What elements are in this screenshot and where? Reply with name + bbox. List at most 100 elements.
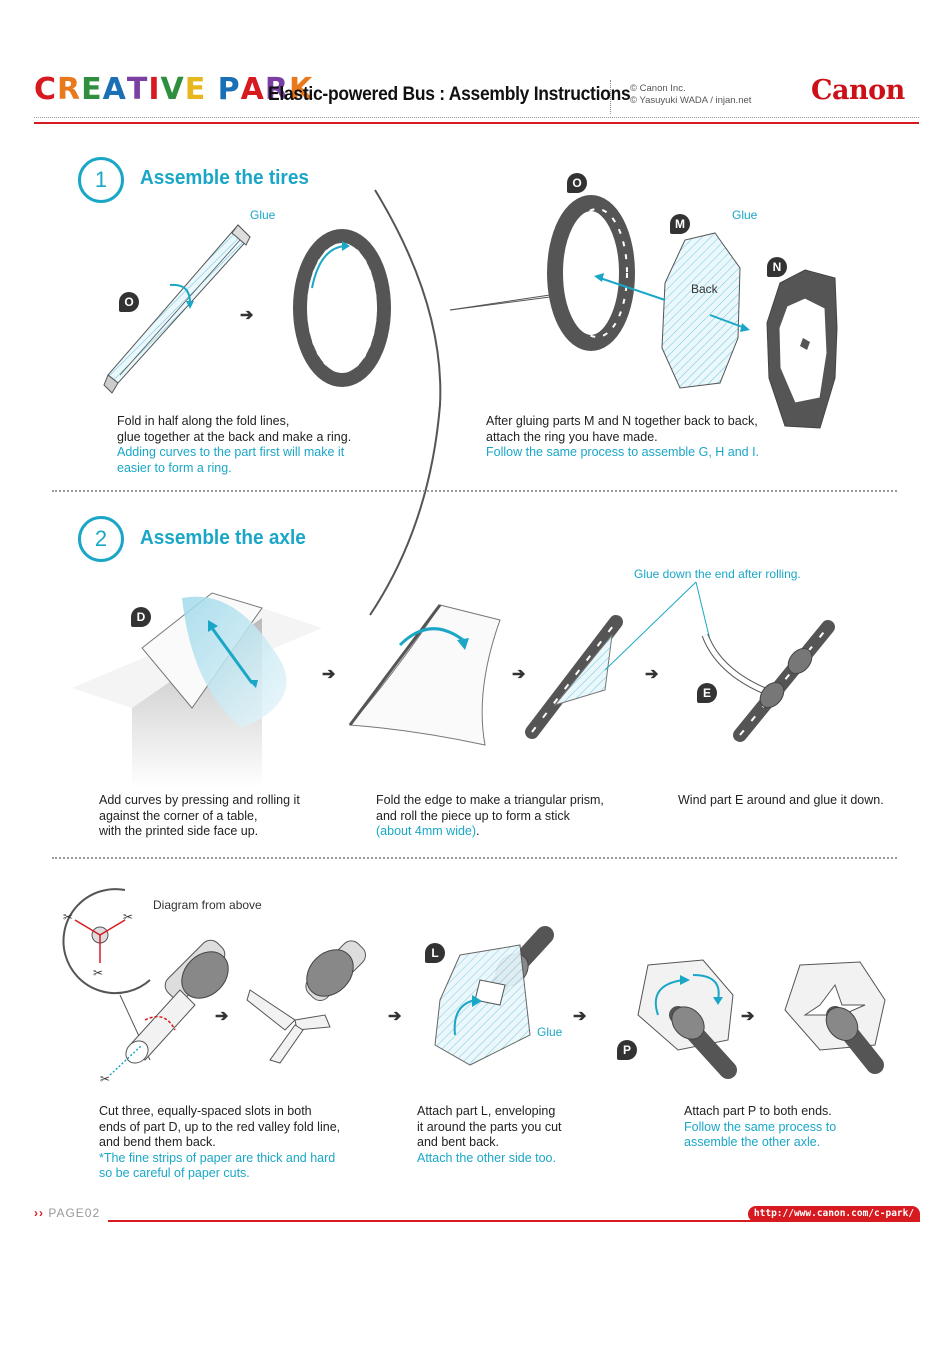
document-title: Elastic-powered Bus : Assembly Instructi…: [268, 84, 631, 105]
logo-letter: E: [81, 72, 103, 107]
caption-note: Follow the same process to: [684, 1119, 837, 1134]
logo-letter: P: [217, 72, 241, 107]
detail-arc: [369, 189, 551, 616]
section-divider: [52, 490, 897, 492]
part-l-badge: L: [425, 943, 445, 963]
assembly-arrows: [594, 273, 750, 332]
rolled-stick-illustration: [525, 615, 623, 739]
section1-caption-right: After gluing parts M and N together back…: [486, 414, 759, 461]
curved-sheet-illustration: [348, 604, 501, 746]
back-label: Back: [691, 282, 718, 296]
caption-text: Attach part L, enveloping: [417, 1104, 556, 1118]
caption-text: with the printed side face up.: [99, 824, 259, 838]
caption-text: Add curves by pressing and rolling it: [99, 793, 300, 807]
arrow-right-icon: ➔: [645, 666, 659, 683]
caption-text: against the corner of a table,: [99, 808, 258, 823]
svg-text:✂: ✂: [100, 1072, 110, 1086]
caption-note: Follow the same process to assemble G, H…: [486, 445, 760, 459]
page-number-text: PAGE02: [48, 1206, 101, 1220]
caption-note: so be careful of paper cuts.: [99, 1166, 250, 1180]
footer-url-link[interactable]: http://www.canon.com/c-park/: [748, 1206, 920, 1222]
canon-logo: Canon: [811, 75, 905, 106]
arrow-right-icon: ➔: [215, 1008, 229, 1025]
part-l-wrap-illustration: [434, 926, 554, 1066]
logo-letter: V: [160, 72, 185, 107]
section2-caption-2: Fold the edge to make a triangular prism…: [376, 793, 604, 840]
caption-text: Wind part E around and glue it down.: [678, 793, 884, 807]
caption-text: attach the ring you have made.: [486, 429, 658, 444]
caption-note: Attach the other side too.: [417, 1150, 556, 1165]
logo-letter: C: [34, 72, 58, 107]
caption-line: (about 4mm wide).: [376, 824, 604, 840]
arrow-right-icon: ➔: [240, 307, 254, 324]
part-o-badge-right: O: [567, 173, 587, 193]
caption-note: *The fine strips of paper are thick and …: [99, 1150, 336, 1165]
svg-text:✂: ✂: [123, 910, 133, 924]
diagram-from-above-circle: ✂ ✂ ✂: [62, 888, 151, 995]
arrow-right-icon: ➔: [512, 666, 526, 683]
step-2-title: Assemble the axle: [140, 527, 306, 549]
part-n-gear-illustration: [766, 269, 838, 429]
step-2-number: 2: [78, 516, 124, 562]
step-1-number: 1: [78, 157, 124, 203]
step-1-title: Assemble the tires: [140, 167, 309, 189]
arrow-right-icon: ➔: [573, 1008, 587, 1025]
page-number: ›› PAGE02: [34, 1206, 100, 1220]
copyright-canon: © Canon Inc.: [630, 83, 686, 94]
header-dotted-rule: [34, 117, 919, 118]
part-e-badge: E: [697, 683, 717, 703]
logo-letter: A: [240, 72, 265, 107]
caption-note: (about 4mm wide): [376, 824, 477, 838]
caption-text: and bend them back.: [99, 1135, 216, 1149]
part-m-illustration: [661, 232, 741, 389]
caption-text: and roll the piece up to form a stick: [376, 808, 570, 823]
glue-label-axle: Glue: [537, 1025, 563, 1039]
copyright-author: © Yasuyuki WADA / injan.net: [630, 95, 752, 106]
caption-text: it around the parts you cut: [417, 1119, 562, 1134]
folded-strip-illustration: [103, 224, 251, 394]
section2-caption-1: Add curves by pressing and rolling it ag…: [99, 793, 300, 840]
chevron-right-icon: ››: [34, 1206, 44, 1220]
logo-letter: A: [102, 72, 127, 107]
finished-axle-end-illustration: [784, 961, 886, 1074]
caption-text: Fold in half along the fold lines,: [117, 414, 290, 428]
caption-text: Cut three, equally-spaced slots in both: [99, 1104, 312, 1118]
bent-slots-illustration: [246, 940, 367, 1064]
logo-letter: R: [264, 72, 289, 107]
caption-text: Fold the edge to make a triangular prism…: [376, 793, 604, 807]
section2-caption-3: Wind part E around and glue it down.: [678, 793, 884, 809]
svg-text:✂: ✂: [63, 910, 73, 924]
logo-letter: [206, 72, 217, 108]
detail-connector: [449, 296, 551, 311]
part-m-badge: M: [670, 214, 690, 234]
glue-label-right: Glue: [732, 208, 758, 222]
caption-text: After gluing parts M and N together back…: [486, 414, 758, 428]
caption-text: glue together at the back and make a rin…: [117, 429, 352, 444]
caption-text: Attach part P to both ends.: [684, 1104, 832, 1118]
arrow-right-icon: ➔: [388, 1008, 402, 1025]
part-p-badge: P: [617, 1040, 637, 1060]
glue-end-leader-lines: [604, 581, 711, 671]
section3-caption-1: Cut three, equally-spaced slots in both …: [99, 1104, 340, 1182]
caption-note: assemble the other axle.: [684, 1135, 821, 1149]
caption-text: and bent back.: [417, 1135, 500, 1149]
caption-text: .: [476, 824, 480, 838]
logo-letter: K: [289, 72, 314, 107]
glue-label-left: Glue: [250, 208, 276, 222]
caption-note: Adding curves to the part first will mak…: [117, 445, 345, 459]
footer-red-rule: [108, 1220, 758, 1222]
logo-letter: E: [184, 72, 207, 107]
header-separator: [610, 80, 611, 114]
section1-caption-left: Fold in half along the fold lines, glue …: [117, 414, 351, 476]
part-d-badge: D: [131, 607, 151, 627]
creative-park-logo: CREATIVE PARK: [34, 72, 313, 108]
part-o-badge-left: O: [119, 292, 139, 312]
part-n-badge: N: [767, 257, 787, 277]
section3-caption-3: Attach part P to both ends. Follow the s…: [684, 1104, 836, 1151]
tire-ring-illustration: [293, 229, 391, 387]
arrow-right-icon: ➔: [322, 666, 336, 683]
part-p-attach-illustration: [637, 959, 737, 1079]
caption-text: ends of part D, up to the red valley fol…: [99, 1119, 341, 1134]
table-corner-illustration: [72, 592, 322, 788]
glue-end-label: Glue down the end after rolling.: [634, 567, 801, 581]
